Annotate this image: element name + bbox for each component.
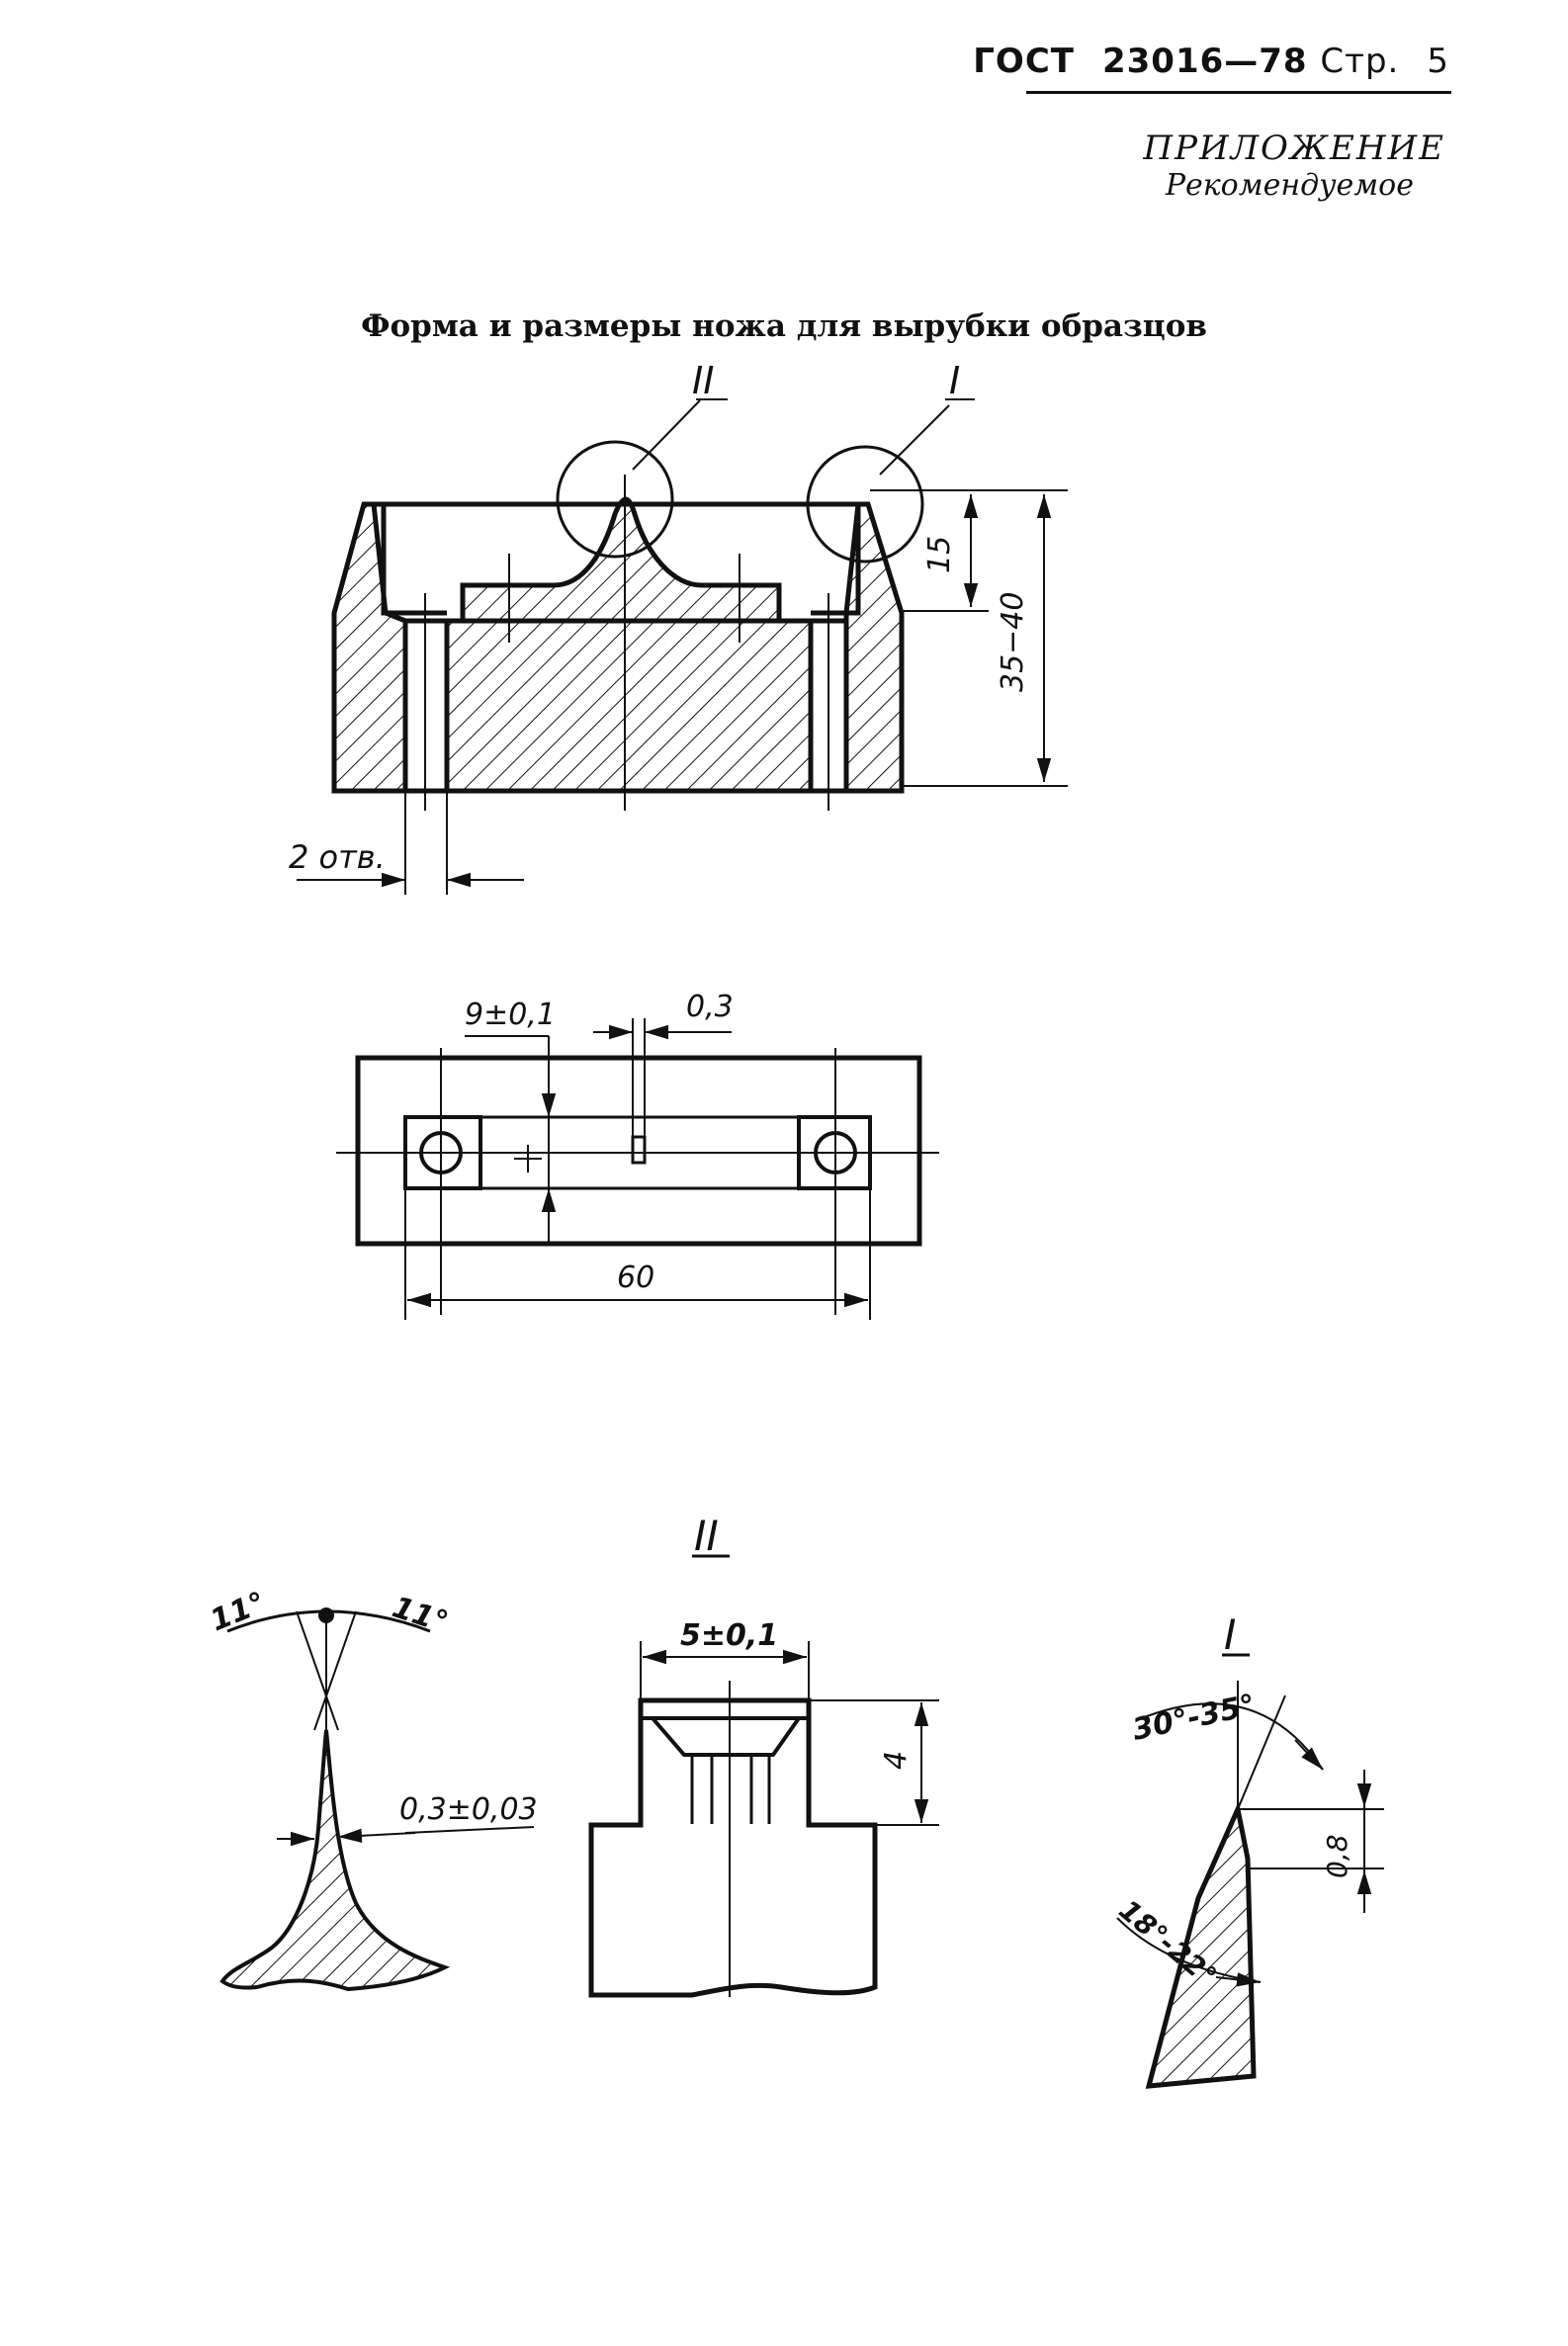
page-number: 5: [1427, 42, 1449, 81]
angle-11-right: 11°: [389, 1590, 453, 1640]
dim-15: 15: [922, 536, 957, 573]
plan-dimensions: [336, 1018, 939, 1320]
detail-i-title: I: [1224, 1610, 1236, 1659]
tip-detail-i: [1145, 1800, 1257, 2089]
callout-label-i: I: [949, 359, 960, 402]
dim-5: 5±0,1: [680, 1618, 778, 1653]
angle-30-35: 30°-35°: [1129, 1688, 1258, 1747]
gost-label: ГОСТ: [973, 42, 1075, 81]
tip-i-dimensions: [1116, 1681, 1384, 1987]
dim-60: 60: [617, 1260, 654, 1295]
dim-0-8: 0,8: [1321, 1834, 1353, 1878]
dim-35-40: 35−40: [996, 592, 1030, 692]
holes-note: 2 отв.: [289, 838, 386, 876]
cutting-edge-section: [460, 496, 782, 624]
appendix-title: ПРИЛОЖЕНИЕ: [1143, 129, 1445, 168]
front-centerlines: [424, 475, 829, 811]
plan-outline: [355, 1055, 922, 1247]
callout-label-ii: II: [692, 359, 714, 402]
front-dimensions: [297, 489, 1068, 895]
right-wall-section: [843, 501, 905, 794]
leader-i: [879, 404, 950, 476]
callout-circle-ii: [556, 440, 674, 559]
tip-detail-ii: [588, 1697, 878, 1998]
callout-circle-i: [806, 445, 924, 564]
dim-9: 9±0,1: [465, 998, 556, 1032]
center-block-section: [444, 618, 814, 794]
figure-title: Форма и размеры ножа для вырубки образцо…: [361, 308, 1207, 344]
blade-profile-detail: [219, 1607, 535, 1992]
header-rule: [1026, 91, 1451, 94]
page-label: Стр.: [1320, 42, 1400, 81]
tip-ii-dimensions: [640, 1641, 939, 1997]
dim-4: 4: [879, 1751, 914, 1770]
appendix-subtitle: Рекомендуемое: [1165, 168, 1414, 203]
gost-header: ГОСТ 23016—78 Стр. 5: [973, 42, 1449, 81]
front-section-view: [331, 496, 905, 794]
angle-11-left: 11°: [206, 1586, 271, 1639]
detail-ii-title: II: [694, 1512, 719, 1560]
left-wall-section: [331, 501, 408, 794]
gost-number: 23016—78: [1101, 42, 1308, 81]
dim-blade-thickness: 0,3±0,03: [399, 1792, 538, 1827]
dim-0-3: 0,3: [686, 990, 734, 1024]
leader-ii: [632, 399, 701, 471]
